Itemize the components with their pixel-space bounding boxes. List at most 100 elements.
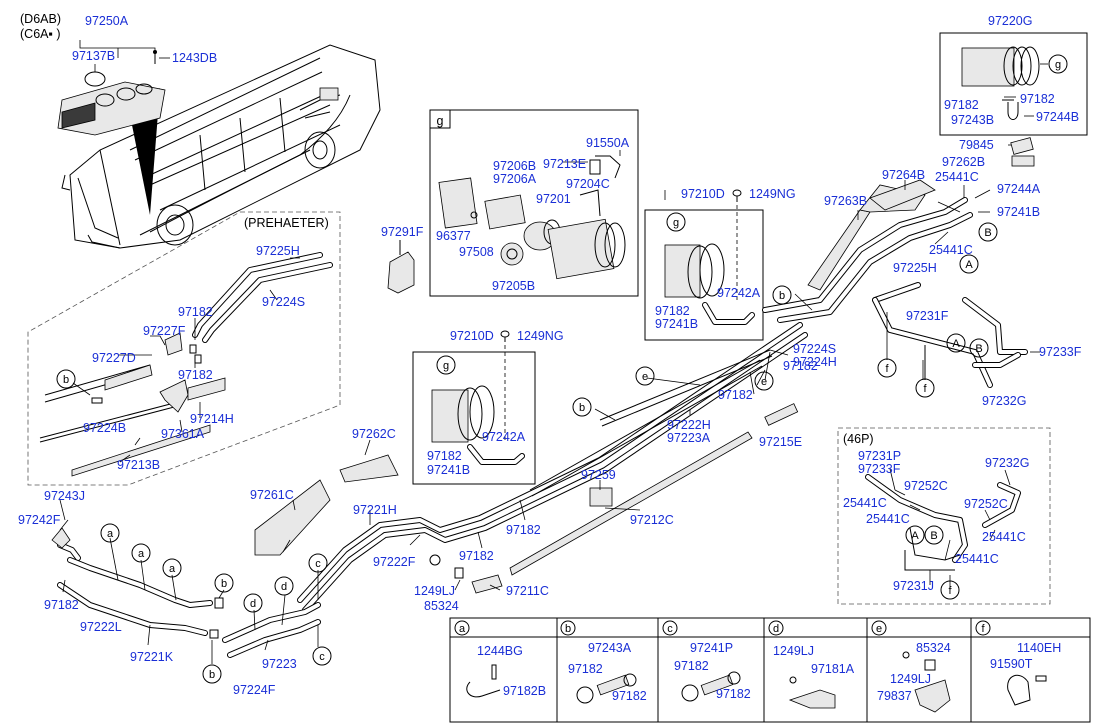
callout-f: f	[885, 363, 889, 375]
label-97220G: 97220G	[988, 14, 1032, 28]
label-97241B: 97241B	[427, 463, 470, 477]
callout-A: A	[952, 338, 960, 350]
label-97221H: 97221H	[353, 503, 397, 517]
callout-a: a	[107, 528, 114, 540]
label-97224S: 97224S	[262, 295, 305, 309]
preheater-parts	[39, 252, 333, 477]
label-97182: 97182	[1020, 92, 1055, 106]
label-97261C: 97261C	[250, 488, 294, 502]
legend-text: a b c d e f 1244BG 97182B 97243A 97182 9…	[454, 620, 1061, 703]
label-25441C: 25441C	[982, 530, 1026, 544]
label-1243DB: 1243DB	[172, 51, 217, 65]
callout-a: a	[138, 548, 145, 560]
callout-g: g	[443, 360, 449, 372]
legend-part: 97182	[716, 687, 751, 701]
label-97225H: 97225H	[893, 261, 937, 275]
label-1249NG: 1249NG	[517, 329, 564, 343]
callout-f: f	[948, 585, 952, 597]
preheater-region	[27, 211, 341, 486]
46P-label: (46P)	[843, 432, 874, 446]
left-pipes	[51, 527, 321, 658]
variant-line2: (C6A▪ )	[20, 27, 61, 41]
callout-g: g	[673, 217, 679, 229]
legend-key-f: f	[981, 623, 985, 635]
label-97231F: 97231F	[906, 309, 949, 323]
97210D-right-heater	[664, 243, 755, 325]
label-97232G: 97232G	[985, 456, 1029, 470]
label-79845: 79845	[959, 138, 994, 152]
label-85324: 85324	[424, 599, 459, 613]
callout-b: b	[779, 290, 785, 302]
label-1249NG: 1249NG	[749, 187, 796, 201]
legend-part: 85324	[916, 641, 951, 655]
label-97259: 97259	[581, 468, 616, 482]
legend-part: 97243A	[588, 641, 632, 655]
label-97210D: 97210D	[681, 187, 725, 201]
legend-part: 97182	[612, 689, 647, 703]
label-97233F: 97233F	[1039, 345, 1082, 359]
label-97182: 97182	[655, 304, 690, 318]
callout-A: A	[965, 259, 973, 271]
label-97182: 97182	[506, 523, 541, 537]
callout-c: c	[315, 558, 321, 570]
label-97182: 97182	[459, 549, 494, 563]
legend-part: 97182	[568, 662, 603, 676]
label-97243J: 97243J	[44, 489, 85, 503]
callout-B: B	[984, 227, 991, 239]
label-25441C: 25441C	[935, 170, 979, 184]
legend-key-a: a	[459, 623, 466, 635]
callout-B: B	[975, 343, 982, 355]
inset-g-parts	[438, 155, 626, 280]
label-25441C: 25441C	[929, 243, 973, 257]
label-96377: 96377	[436, 229, 471, 243]
label-25441C: 25441C	[843, 496, 887, 510]
label-97262C: 97262C	[352, 427, 396, 441]
97210D-mid-box	[412, 351, 536, 485]
46P-region	[837, 427, 1051, 605]
label-97211C: 97211C	[506, 584, 549, 598]
callout-A: A	[911, 530, 919, 542]
label-97182: 97182	[718, 388, 753, 402]
label-97212C: 97212C	[630, 513, 674, 527]
callouts: g g g B A A B A B b b b b b e e f f f a …	[56, 54, 1068, 684]
label-97242A: 97242A	[717, 286, 761, 300]
label-97182: 97182	[944, 98, 979, 112]
legend-part: 97181A	[811, 662, 855, 676]
label-97233F: 97233F	[858, 462, 901, 476]
label-97182: 97182	[427, 449, 462, 463]
label-97264B: 97264B	[882, 168, 925, 182]
callout-b: b	[63, 374, 69, 386]
legend-part: 97241P	[690, 641, 733, 655]
label-97252C: 97252C	[904, 479, 948, 493]
legend-key-d: d	[773, 623, 779, 635]
label-97224F: 97224F	[233, 683, 276, 697]
leader-lines	[59, 180, 1040, 664]
label-97137B: 97137B	[72, 49, 115, 63]
part-labels: 97250A 97137B 1243DB 97220G 97182 97182 …	[18, 14, 1082, 697]
label-91550A: 91550A	[586, 136, 630, 150]
97210D-right-box	[644, 209, 764, 341]
callout-b: b	[209, 669, 215, 681]
legend-part: 1244BG	[477, 644, 523, 658]
label-97224S: 97224S	[793, 342, 836, 356]
label-97224B: 97224B	[83, 421, 126, 435]
label-97244A: 97244A	[997, 182, 1041, 196]
callout-b: b	[221, 578, 227, 590]
label-97215E: 97215E	[759, 435, 802, 449]
label-97231P: 97231P	[858, 449, 901, 463]
callout-e: e	[761, 376, 767, 388]
label-97223: 97223	[262, 657, 297, 671]
label-97508: 97508	[459, 245, 494, 259]
label-97213E: 97213E	[543, 157, 586, 171]
legend-part: 97182B	[503, 684, 546, 698]
bus-illustration	[61, 44, 381, 249]
label-97241B: 97241B	[997, 205, 1040, 219]
label-97291F: 97291F	[381, 225, 424, 239]
97231F-frame	[872, 282, 1028, 388]
legend-part: 97182	[674, 659, 709, 673]
label-25441C: 25441C	[955, 552, 999, 566]
label-97213B: 97213B	[117, 458, 160, 472]
label-97243B: 97243B	[951, 113, 994, 127]
preheater-label: (PREHAETER)	[244, 216, 329, 230]
